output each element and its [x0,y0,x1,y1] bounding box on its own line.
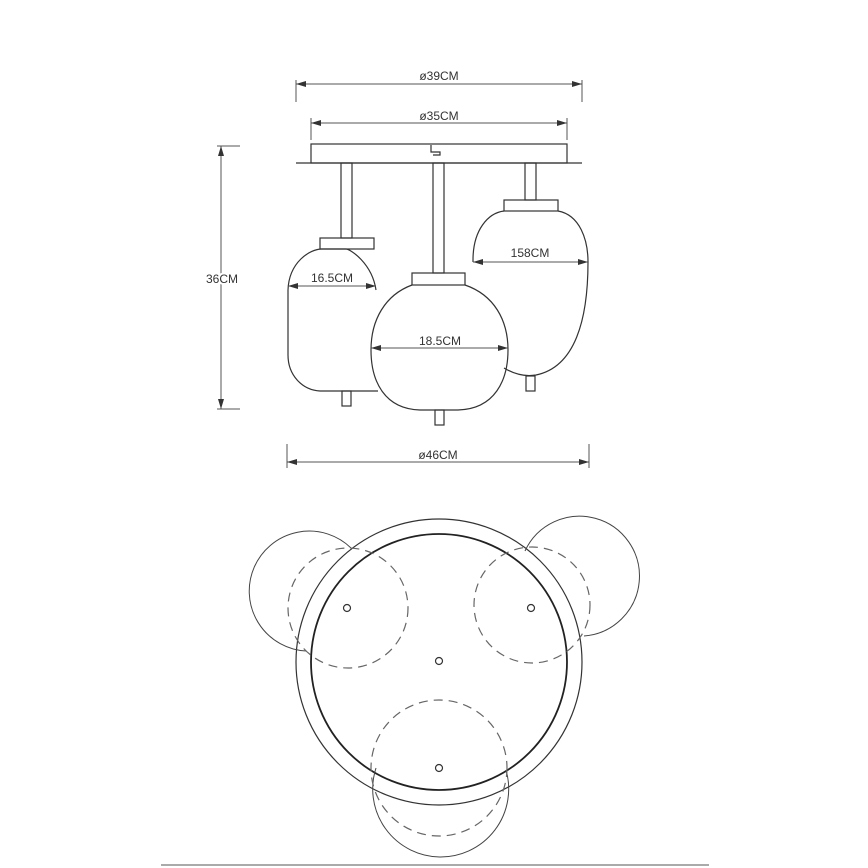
rod-right [524,162,537,201]
mount-point-left [342,603,352,613]
shade-left-width-label: 16.5CM [311,271,353,285]
mount-point-center [434,656,444,666]
shade-dashed-bottom [370,699,508,837]
shade-right: 158CM [472,199,589,392]
shade-outline-bottom [372,767,510,858]
footer-divider [161,864,709,866]
mount-point-right [526,603,536,613]
dimension-overall-width: ø46CM [286,444,590,468]
dimension-outer-canopy: ø39CM [295,69,583,102]
side-view: ø39CM ø35CM 36CM [204,69,590,468]
shade-right-width-label: 158CM [511,246,550,260]
height-label: 36CM [206,272,238,286]
top-view [248,515,640,858]
canopy-inner-circle [310,533,568,791]
outer-canopy-label: ø39CM [419,69,458,83]
mount-point-bottom [434,763,444,773]
shade-left: 16.5CM [287,237,378,407]
shade-center: 18.5CM [370,272,509,426]
rod-center [432,162,445,274]
shade-dashed-left [287,547,409,669]
shade-center-width-label: 18.5CM [419,334,461,348]
dimension-inner-canopy: ø35CM [310,109,568,140]
shade-outline-left [248,530,352,652]
dimension-height: 36CM [204,145,240,410]
mount-hook-icon [430,145,441,156]
overall-width-label: ø46CM [418,448,457,462]
shade-outline-right [524,515,640,637]
canopy-outer-circle [295,518,583,806]
inner-canopy-label: ø35CM [419,109,458,123]
shade-dashed-right [473,546,591,664]
canopy [296,143,582,164]
rod-left [340,162,353,239]
